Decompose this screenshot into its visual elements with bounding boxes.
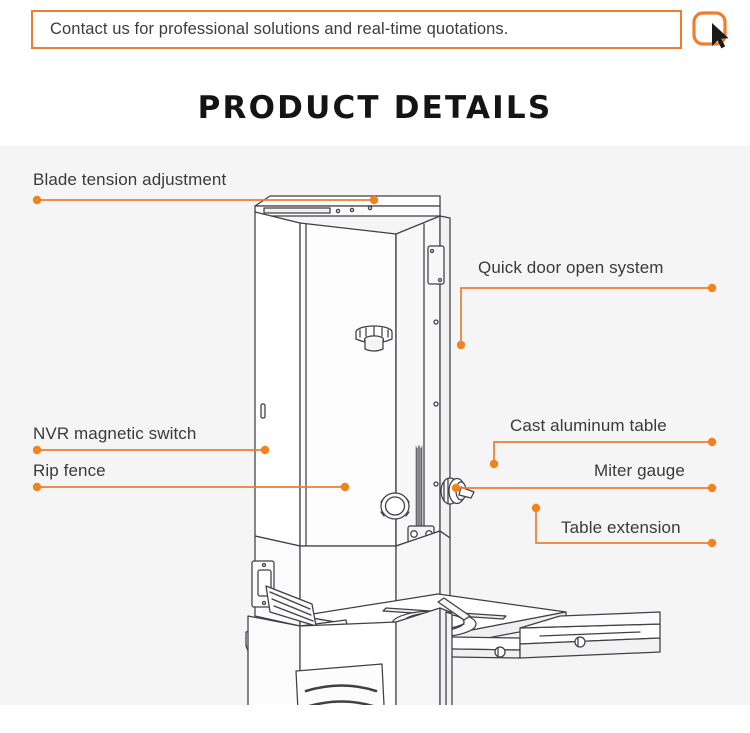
bottom-background-band bbox=[0, 705, 750, 733]
callout-label-table-extension: Table extension bbox=[561, 518, 681, 537]
page-title: PRODUCT DETAILS bbox=[197, 90, 553, 126]
callout-label-blade-tension-adjustment: Blade tension adjustment bbox=[33, 170, 227, 189]
bandsaw-illustration bbox=[0, 146, 750, 733]
callout-label-quick-door-open-system: Quick door open system bbox=[478, 258, 664, 277]
contact-banner-text: Contact us for professional solutions an… bbox=[50, 20, 509, 38]
callout-label-rip-fence: Rip fence bbox=[33, 461, 106, 480]
callout-label-nvr-magnetic-switch: NVR magnetic switch bbox=[33, 424, 197, 443]
callout-label-cast-aluminum-table: Cast aluminum table bbox=[510, 416, 667, 435]
cursor-arrow-icon[interactable] bbox=[690, 8, 734, 52]
contact-banner[interactable]: Contact us for professional solutions an… bbox=[31, 10, 682, 49]
callout-label-miter-gauge: Miter gauge bbox=[594, 461, 685, 480]
